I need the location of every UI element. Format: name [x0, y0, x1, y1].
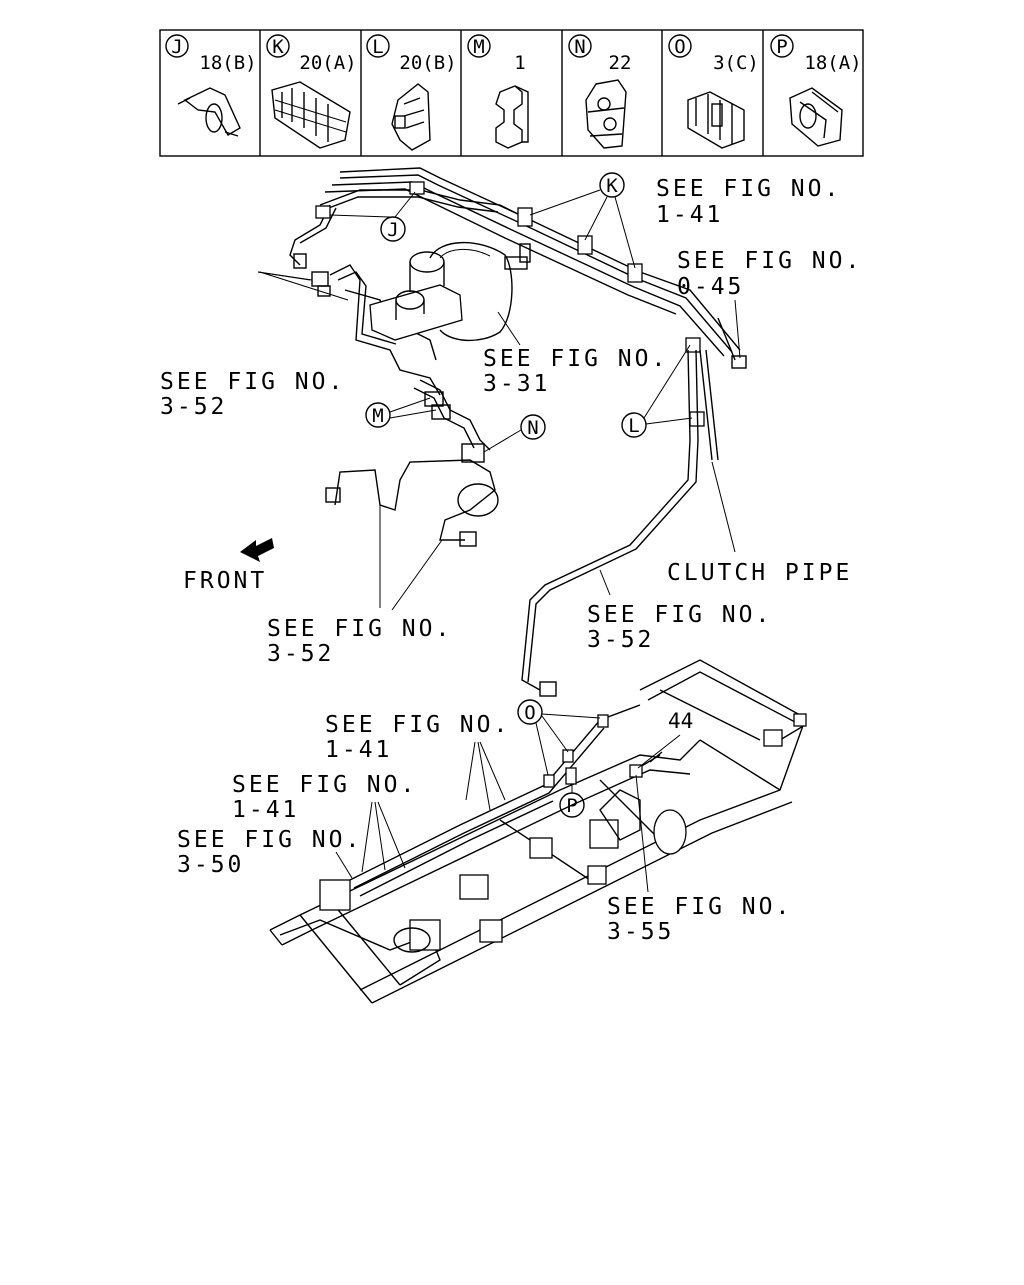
- callout-j: J: [329, 191, 416, 242]
- label-see-fig-3-50: SEE FIG NO. 3-50: [177, 827, 362, 879]
- legend-cell-l: L 20(B): [366, 34, 457, 151]
- legend-code: 1: [514, 52, 525, 74]
- callout-o: O: [517, 699, 601, 776]
- svg-text:3-52: 3-52: [160, 394, 227, 420]
- legend-letter: K: [272, 36, 284, 58]
- label-see-fig-3-52-bottom: SEE FIG NO. 3-52: [267, 505, 452, 667]
- legend-letter: O: [674, 36, 685, 58]
- svg-text:SEE FIG NO.: SEE FIG NO.: [656, 176, 841, 202]
- callout-letter: L: [628, 415, 639, 437]
- legend-code: 22: [609, 52, 632, 74]
- svg-text:3-52: 3-52: [587, 627, 654, 653]
- legend-code: 20(B): [399, 52, 456, 74]
- callout-l: L: [621, 344, 693, 438]
- svg-text:3-50: 3-50: [177, 852, 244, 878]
- vehicle-frame: [269, 659, 807, 1004]
- long-brake-pipe: [521, 349, 699, 697]
- callout-p: P: [559, 784, 585, 818]
- clip-legend-table: J 18(B) K 20(A) L 20(B): [159, 29, 864, 157]
- legend-letter: P: [776, 36, 787, 58]
- label-see-fig-3-52-left: SEE FIG NO. 3-52: [160, 271, 349, 420]
- legend-letter: L: [372, 36, 383, 58]
- svg-text:SEE FIG NO.: SEE FIG NO.: [325, 712, 510, 738]
- label-see-fig-0-45: SEE FIG NO. 0-45: [677, 248, 862, 359]
- clip-22-icon: [585, 79, 627, 149]
- callout-letter: O: [524, 702, 535, 724]
- legend-letter: J: [171, 36, 182, 58]
- label-see-fig-1-41-mid: SEE FIG NO. 1-41: [325, 712, 510, 811]
- svg-text:3-55: 3-55: [607, 919, 674, 945]
- svg-text:1-41: 1-41: [656, 202, 723, 228]
- svg-text:1-41: 1-41: [325, 737, 392, 763]
- legend-letter: N: [574, 36, 585, 58]
- svg-text:1-41: 1-41: [232, 797, 299, 823]
- callout-letter: M: [372, 405, 383, 427]
- svg-text:SEE FIG NO.: SEE FIG NO.: [677, 248, 862, 274]
- svg-text:SEE FIG NO.: SEE FIG NO.: [232, 772, 417, 798]
- legend-code: 20(A): [299, 52, 356, 74]
- legend-cell-p: P 18(A): [770, 34, 862, 147]
- svg-text:CLUTCH PIPE: CLUTCH PIPE: [667, 560, 852, 586]
- svg-text:0-45: 0-45: [677, 274, 744, 300]
- callout-letter: P: [566, 795, 577, 817]
- svg-text:3-52: 3-52: [267, 641, 334, 667]
- clip-18a-icon: [789, 87, 843, 147]
- label-see-fig-1-41-low: SEE FIG NO. 1-41: [232, 772, 417, 873]
- label-see-fig-3-52-right: SEE FIG NO. 3-52: [587, 569, 772, 653]
- clip-1-icon: [495, 85, 529, 149]
- label-clutch-pipe: CLUTCH PIPE: [667, 461, 852, 586]
- callout-letter: K: [606, 175, 618, 197]
- clip-k-group: [517, 207, 643, 283]
- label-see-fig-1-41-top: SEE FIG NO. 1-41: [656, 176, 841, 228]
- clip-20a-icon: [271, 81, 351, 149]
- clutch-pipe: [699, 317, 747, 461]
- svg-text:SEE FIG NO.: SEE FIG NO.: [607, 894, 792, 920]
- svg-text:44: 44: [668, 709, 693, 733]
- clip-18b-icon: [177, 87, 241, 137]
- label-see-fig-3-31: SEE FIG NO. 3-31: [483, 311, 668, 397]
- svg-text:SEE FIG NO.: SEE FIG NO.: [160, 369, 345, 395]
- clip-3c-icon: [687, 91, 745, 149]
- callout-letter: N: [527, 417, 538, 439]
- legend-code: 18(B): [199, 52, 256, 74]
- callout-k: K: [529, 172, 636, 269]
- svg-text:SEE FIG NO.: SEE FIG NO.: [483, 346, 668, 372]
- svg-text:SEE FIG NO.: SEE FIG NO.: [587, 602, 772, 628]
- legend-cell-k: K 20(A): [266, 34, 357, 149]
- svg-text:FRONT: FRONT: [183, 568, 267, 594]
- clip-j-group: [315, 181, 425, 219]
- label-front: FRONT: [183, 538, 274, 594]
- front-arrow-icon: [240, 538, 274, 562]
- master-cylinder: [369, 251, 463, 341]
- legend-letter: M: [473, 36, 484, 58]
- callout-n: N: [483, 414, 546, 453]
- legend-cell-m: M 1: [467, 34, 529, 149]
- label-see-fig-3-55: SEE FIG NO. 3-55: [607, 774, 792, 945]
- label-part-44: 44: [637, 709, 693, 769]
- callout-m: M: [365, 397, 437, 428]
- callout-letter: J: [387, 219, 398, 241]
- svg-text:3-31: 3-31: [483, 371, 550, 397]
- legend-cell-n: N 22: [568, 34, 632, 149]
- brake-booster: [429, 241, 531, 342]
- svg-text:SEE FIG NO.: SEE FIG NO.: [177, 827, 362, 853]
- clip-20b-icon: [391, 83, 431, 151]
- legend-cell-j: J 18(B): [165, 34, 257, 137]
- legend-cell-o: O 3(C): [668, 34, 759, 149]
- legend-code: 3(C): [713, 52, 759, 74]
- legend-code: 18(A): [804, 52, 861, 74]
- svg-text:SEE FIG NO.: SEE FIG NO.: [267, 616, 452, 642]
